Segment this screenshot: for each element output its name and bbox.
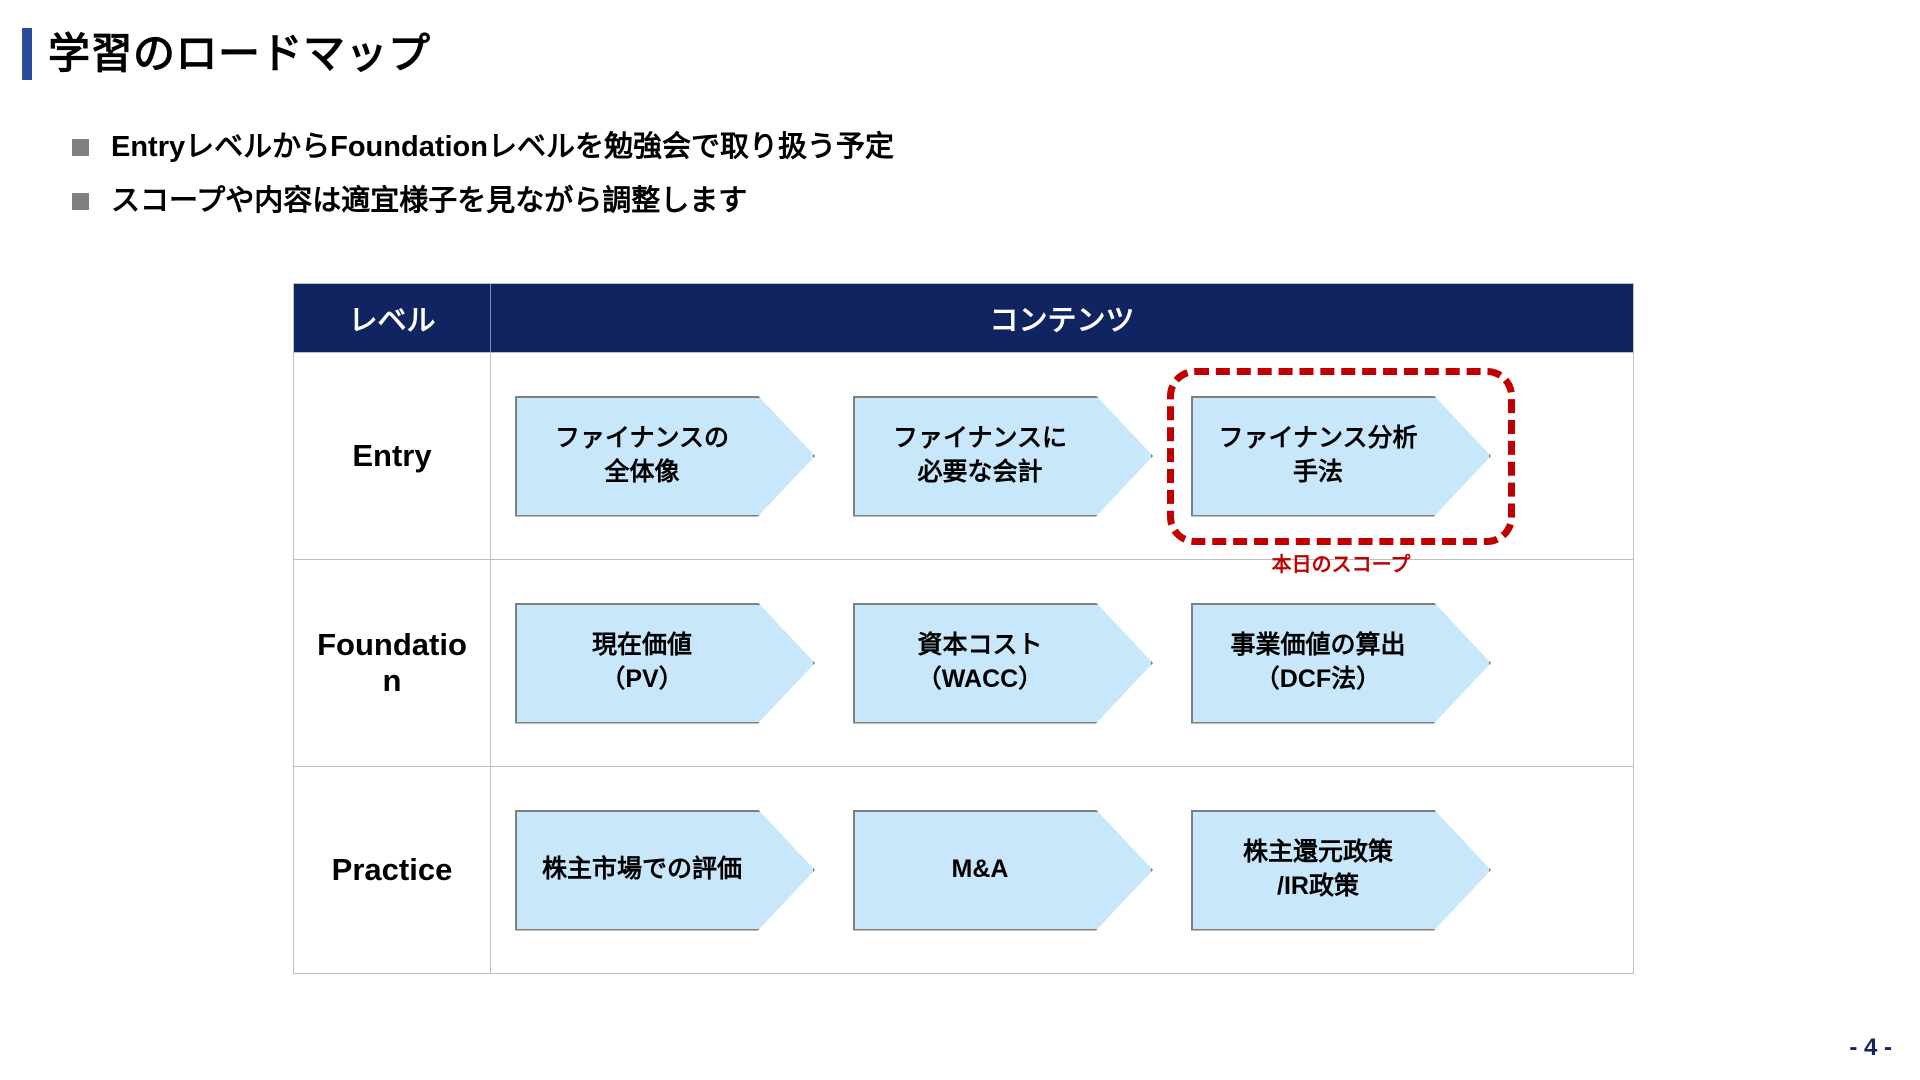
roadmap-table: レベル コンテンツ Entry ファイナンスの 全体像 ファイナンスに 必要な会…: [293, 283, 1634, 974]
chevron-item[interactable]: ファイナンスに 必要な会計: [853, 395, 1153, 517]
chevron-label: 株主還元政策 /IR政策: [1242, 838, 1393, 900]
chevron-item[interactable]: 資本コスト （WACC）: [853, 602, 1153, 724]
chevron-item[interactable]: M&A: [853, 809, 1153, 931]
chevron-label: ファイナンスの 全体像: [554, 424, 729, 486]
page-title: 学習のロードマップ: [22, 28, 431, 80]
column-header-contents: コンテンツ: [989, 305, 1135, 337]
chevron-shape: [1191, 602, 1491, 724]
page-number: - 4 -: [1849, 1034, 1892, 1061]
level-label: Entry: [352, 438, 432, 474]
bullet-list: EntryレベルからFoundationレベルを勉強会で取り扱う予定 スコープや…: [72, 131, 894, 240]
chevron-label: M&A: [951, 855, 1009, 884]
chevron-item[interactable]: ファイナンスの 全体像: [515, 395, 815, 517]
chevron-item[interactable]: ファイナンス分析 手法: [1191, 395, 1491, 517]
chevron-item[interactable]: 株主還元政策 /IR政策: [1191, 809, 1491, 931]
chevron-label: 株主市場での評価: [541, 855, 742, 884]
scope-highlight-caption: 本日のスコープ: [1271, 553, 1411, 576]
chevron-item[interactable]: 現在価値 （PV）: [515, 602, 815, 724]
level-label: Foundation: [317, 627, 467, 698]
chevron-label: 現在価値 （PV）: [591, 631, 692, 693]
square-bullet-icon: [72, 139, 89, 157]
chevron-label: 資本コスト （WACC）: [916, 631, 1044, 693]
chevron-shape: [853, 395, 1153, 517]
row-contents-cell: 現在価値 （PV） 資本コスト （WACC） 事業価値の算出 （DCF法）: [491, 560, 1633, 766]
chevron-shape: [853, 602, 1153, 724]
chevron-shape: [1191, 809, 1491, 931]
chevron-label: 事業価値の算出 （DCF法）: [1230, 631, 1406, 693]
list-item: スコープや内容は適宜様子を見ながら調整します: [72, 184, 894, 218]
bullet-text: EntryレベルからFoundationレベルを勉強会で取り扱う予定: [111, 131, 894, 163]
table-row: Practice 株主市場での評価 M&A 株主還元政策 /IR政策: [294, 766, 1633, 973]
table-row: Entry ファイナンスの 全体像 ファイナンスに 必要な会計 ファイナンス分析…: [294, 352, 1633, 576]
chevron-label: ファイナンス分析 手法: [1218, 424, 1418, 486]
bullet-text: スコープや内容は適宜様子を見ながら調整します: [111, 184, 748, 217]
highlighted-chevron-wrapper: ファイナンス分析 手法 本日のスコープ: [1167, 367, 1515, 576]
list-item: EntryレベルからFoundationレベルを勉強会で取り扱う予定: [72, 131, 894, 164]
chevron-shape: [515, 395, 815, 517]
level-label: Practice: [331, 852, 453, 888]
chevron-label: ファイナンスに 必要な会計: [892, 424, 1067, 486]
square-bullet-icon: [72, 193, 89, 211]
chevron-shape: [853, 809, 1153, 931]
chevron-item[interactable]: 株主市場での評価: [515, 809, 815, 931]
table-row: Foundation 現在価値 （PV） 資本コスト （WACC） 事業価値の算…: [294, 559, 1633, 766]
chevron-shape: [515, 809, 815, 931]
chevron-shape: [1191, 395, 1491, 517]
row-level-cell: Foundation: [294, 560, 491, 766]
chevron-shape: [515, 602, 815, 724]
column-header-level: レベル: [294, 284, 491, 352]
title-text: 学習のロードマップ: [48, 30, 431, 77]
row-level-cell: Entry: [294, 353, 491, 559]
title-accent-bar: [22, 28, 32, 80]
row-contents-cell: ファイナンスの 全体像 ファイナンスに 必要な会計 ファイナンス分析 手法 本日…: [491, 353, 1633, 576]
row-contents-cell: 株主市場での評価 M&A 株主還元政策 /IR政策: [491, 767, 1633, 973]
table-header-row: レベル コンテンツ: [294, 284, 1633, 352]
row-level-cell: Practice: [294, 767, 491, 973]
chevron-item[interactable]: 事業価値の算出 （DCF法）: [1191, 602, 1491, 724]
